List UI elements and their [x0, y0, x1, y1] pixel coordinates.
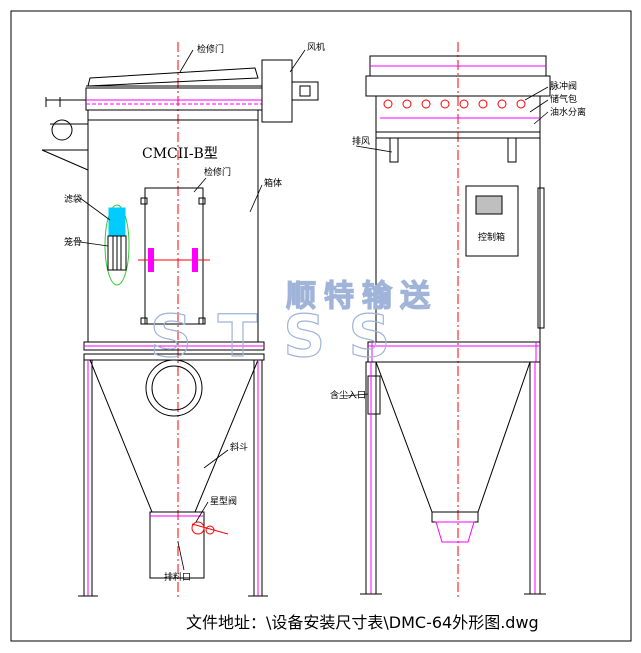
- control-box: [465, 185, 519, 257]
- star-valve: [191, 521, 205, 535]
- side-discharge: [431, 511, 479, 523]
- label-exhaust: 排风: [352, 135, 370, 147]
- label-pulse-valve: 脉冲阀: [550, 80, 577, 92]
- watermark-cn: 顺特输送: [286, 279, 438, 314]
- file-path-caption: 文件地址：\设备安装尺寸表\DMC-64外形图.dwg: [186, 613, 539, 632]
- discharge-box: [149, 511, 205, 579]
- label-inspection-door-top: 检修门: [197, 43, 224, 55]
- label-gas-bag: 储气包: [550, 93, 577, 105]
- label-oil-water-separator: 油水分离: [550, 106, 586, 118]
- front-view: [41, 42, 319, 600]
- dust-inlet: [367, 375, 381, 415]
- top-lid: [87, 67, 259, 87]
- fan-motor: [291, 81, 319, 101]
- label-inspection-door-mid: 检修门: [204, 166, 231, 178]
- label-box: 箱体: [264, 177, 282, 189]
- pulse-valves: [383, 99, 526, 109]
- label-model: CMCII-B型: [142, 146, 218, 162]
- side-hopper: [375, 361, 531, 513]
- fan-housing: [261, 59, 293, 123]
- label-cage: 笼骨: [64, 236, 82, 248]
- drawing-border: [10, 10, 632, 642]
- side-view: [360, 42, 551, 600]
- filter-bag: [108, 207, 126, 237]
- label-fan: 风机: [307, 41, 325, 53]
- filter-bag-outline: [104, 204, 130, 286]
- label-filter-bag: 滤袋: [64, 193, 82, 205]
- hopper: [89, 359, 259, 513]
- side-leaders: [345, 86, 549, 397]
- label-dust-inlet: 含尘入口: [330, 389, 366, 401]
- label-star-valve: 星型阀: [210, 496, 237, 507]
- label-discharge-port: 排料口: [164, 571, 191, 583]
- drive-wheel: [51, 119, 73, 141]
- front-leaders: [79, 49, 306, 571]
- watermark: 顺特输送 STSS: [149, 278, 438, 370]
- label-control-box: 控制箱: [478, 231, 505, 243]
- label-hopper: 斜斗: [230, 441, 248, 453]
- watermark-en: STSS: [150, 302, 416, 370]
- inlet-circle: [145, 359, 203, 417]
- air-header: [85, 87, 263, 111]
- inspection-door: [144, 187, 204, 325]
